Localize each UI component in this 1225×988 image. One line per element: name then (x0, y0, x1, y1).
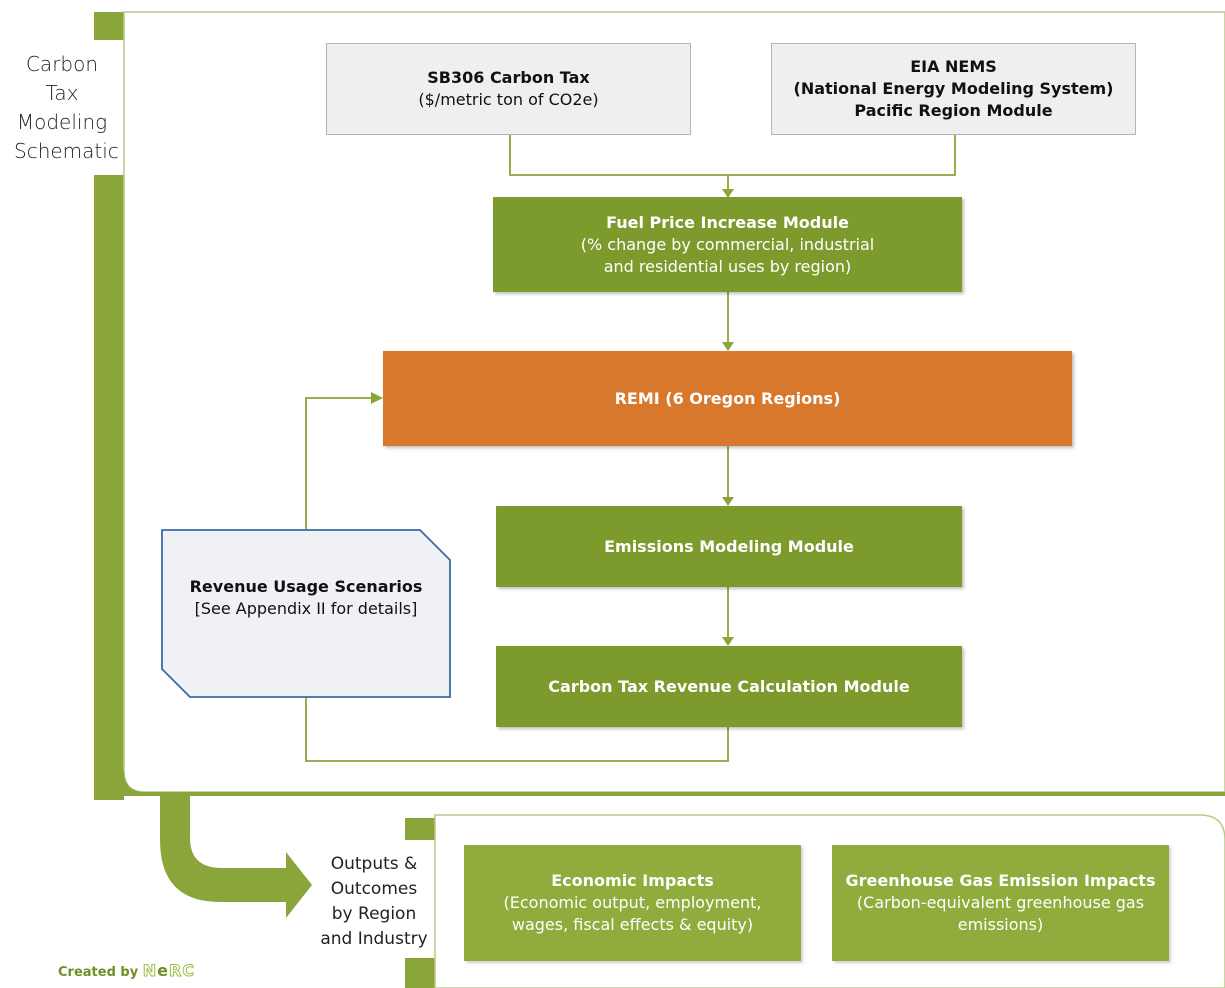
ghg-title: Greenhouse Gas Emission Impacts (845, 871, 1156, 890)
side-title-line: Schematic (14, 139, 119, 163)
emissions-module-box: Emissions Modeling Module (496, 506, 962, 587)
ghg-line2: emissions) (957, 915, 1044, 934)
arrow-to-revusage (305, 680, 729, 762)
revusage-sub: [See Appendix II for details] (194, 599, 418, 618)
title-cutout (70, 40, 132, 175)
side-title: Carbon Tax Modeling Schematic (14, 50, 119, 166)
arrowhead-remi (722, 342, 734, 351)
eia-nems-box: EIA NEMS (National Energy Modeling Syste… (771, 43, 1136, 135)
outputs-arrow (160, 796, 312, 918)
remi-title: REMI (6 Oregon Regions) (614, 388, 841, 408)
fuel-title: Fuel Price Increase Module (606, 212, 849, 232)
merge-connector (509, 135, 956, 176)
sb306-title: SB306 Carbon Tax (427, 68, 590, 87)
nems-line2: (National Energy Modeling System) (793, 79, 1114, 98)
outputs-label-line: Outputs & (330, 854, 418, 874)
ghg-impacts-box: Greenhouse Gas Emission Impacts (Carbon-… (832, 845, 1169, 961)
arrowhead-revcalc (722, 637, 734, 646)
nerc-logo: NeRC (142, 961, 196, 981)
remi-box: REMI (6 Oregon Regions) (383, 351, 1072, 446)
lower-cutout (398, 840, 438, 958)
side-title-line: Modeling (16, 110, 108, 134)
revenue-calculation-box: Carbon Tax Revenue Calculation Module (496, 646, 962, 727)
arrowhead-remi-left (371, 392, 383, 404)
revcalc-title: Carbon Tax Revenue Calculation Module (548, 676, 910, 696)
nems-line3: Pacific Region Module (854, 101, 1053, 120)
fuel-line1: (% change by commercial, industrial (580, 234, 875, 254)
arrow-revusage-to-remi (305, 397, 372, 530)
side-title-line: Tax (45, 81, 79, 105)
outputs-label: Outputs & Outcomes by Region and Industr… (312, 852, 436, 952)
nems-line1: EIA NEMS (910, 57, 997, 76)
side-title-line: Carbon (25, 52, 99, 76)
economic-line2: wages, fiscal effects & equity) (511, 915, 754, 934)
economic-impacts-box: Economic Impacts (Economic output, emplo… (464, 845, 801, 961)
arrowhead-fuel (722, 189, 734, 198)
arrowhead-emissions (722, 497, 734, 506)
band-corner (94, 770, 1225, 796)
emissions-title: Emissions Modeling Module (604, 536, 854, 556)
revusage-title: Revenue Usage Scenarios (189, 577, 423, 596)
economic-line1: (Economic output, employment, (503, 893, 762, 912)
outputs-label-line: by Region (331, 904, 417, 924)
credit: Created by NeRC (58, 961, 196, 981)
revenue-usage-shape (161, 529, 451, 698)
fuel-price-module-box: Fuel Price Increase Module (% change by … (493, 197, 962, 292)
sb306-carbon-tax-box: SB306 Carbon Tax ($/metric ton of CO2e) (326, 43, 691, 135)
ghg-line1: (Carbon-equivalent greenhouse gas (856, 893, 1145, 912)
revenue-usage-scenarios: Revenue Usage Scenarios [See Appendix II… (166, 576, 446, 620)
fuel-line2: and residential uses by region) (603, 256, 852, 276)
credit-prefix: Created by (58, 965, 139, 980)
outputs-label-line: and Industry (320, 929, 428, 949)
sb306-sub: ($/metric ton of CO2e) (418, 90, 599, 109)
economic-title: Economic Impacts (551, 871, 714, 890)
outputs-label-line: Outcomes (330, 879, 418, 899)
